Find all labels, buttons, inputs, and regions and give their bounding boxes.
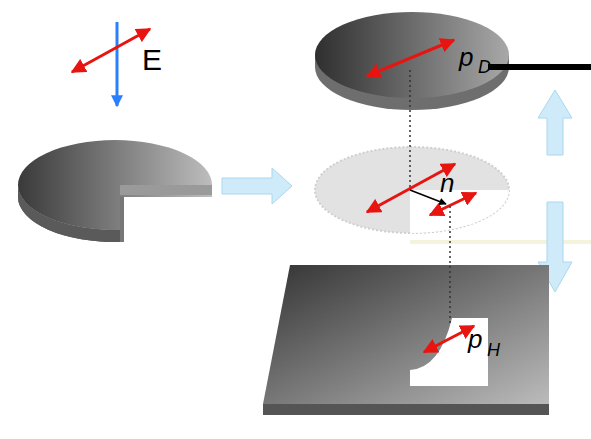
symbol-label: p (468, 326, 482, 352)
field-label: E (142, 45, 162, 75)
symbol-label: p (459, 44, 473, 70)
subscript-label: D (478, 58, 491, 76)
symbol-label: n (440, 170, 454, 196)
subscript-label: H (487, 341, 500, 359)
